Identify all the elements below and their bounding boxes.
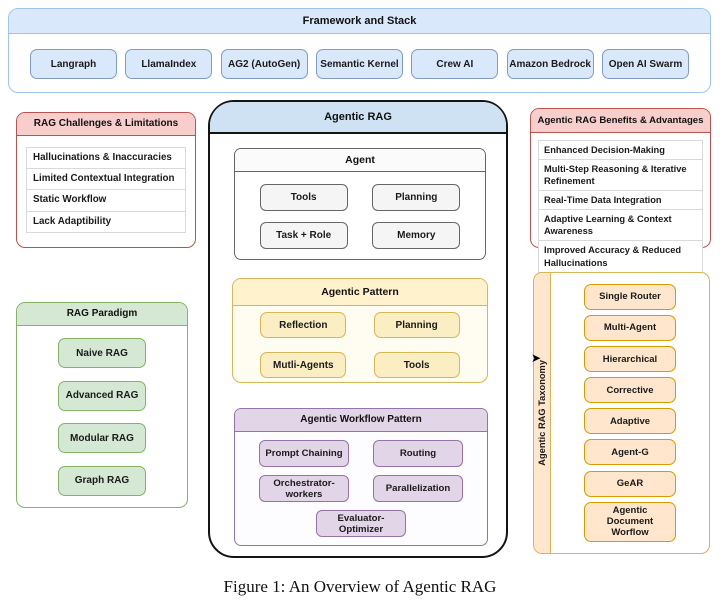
pattern-node-planning: Planning bbox=[373, 312, 460, 338]
framework-node-semantic-kernel: Semantic Kernel bbox=[315, 49, 403, 79]
workflow-row-1: Prompt Chaining Routing bbox=[235, 440, 487, 467]
workflow-row-3: Evaluator-Optimizer bbox=[235, 510, 487, 537]
workflow-node-prompt-chaining: Prompt Chaining bbox=[259, 440, 349, 467]
challenge-row-contextual-integration: Limited Contextual Integration bbox=[26, 168, 186, 191]
challenge-row-hallucinations: Hallucinations & Inaccuracies bbox=[26, 147, 186, 170]
paradigm-node-advanced-rag: Advanced RAG bbox=[58, 380, 146, 411]
framework-node-ag2-autogen: AG2 (AutoGen) bbox=[220, 49, 308, 79]
workflow-node-evaluator-optimizer: Evaluator-Optimizer bbox=[316, 510, 406, 537]
agentic-rag-taxonomy-panel: Agentic RAG Taxonomy Single Router Multi… bbox=[533, 272, 710, 554]
benefit-row-decision-making: Enhanced Decision-Making bbox=[538, 140, 703, 161]
agent-subpanel: Agent Tools Planning Task + Role Memory bbox=[234, 148, 486, 260]
framework-node-crew-ai: Crew AI bbox=[411, 49, 499, 79]
agentic-workflow-pattern-subpanel: Agentic Workflow Pattern Prompt Chaining… bbox=[234, 408, 488, 546]
pattern-node-tools: Tools bbox=[373, 352, 460, 378]
agentic-rag-title: Agentic RAG bbox=[210, 102, 506, 134]
benefit-row-multi-step-reasoning: Multi-Step Reasoning & Iterative Refinem… bbox=[538, 159, 703, 192]
framework-node-langraph: Langraph bbox=[30, 49, 117, 79]
challenge-row-static-workflow: Static Workflow bbox=[26, 189, 186, 212]
workflow-node-orchestrator-workers: Orchestrator-workers bbox=[259, 475, 349, 502]
benefit-row-adaptive-learning: Adaptive Learning & Context Awareness bbox=[538, 209, 703, 242]
taxonomy-node-multi-agent: Multi-Agent bbox=[584, 315, 676, 342]
framework-and-stack-panel: Framework and Stack Langraph LlamaIndex … bbox=[8, 8, 711, 93]
rag-challenges-title: RAG Challenges & Limitations bbox=[17, 113, 195, 136]
agentic-pattern-subpanel: Agentic Pattern Reflection Planning Mutl… bbox=[232, 278, 488, 383]
agentic-rag-benefits-list: Enhanced Decision-Making Multi-Step Reas… bbox=[531, 133, 710, 273]
pattern-node-multi-agents: Mutli-Agents bbox=[260, 352, 347, 378]
paradigm-node-naive-rag: Naive RAG bbox=[58, 338, 146, 369]
taxonomy-vertical-title-strip: Agentic RAG Taxonomy bbox=[534, 273, 551, 553]
agent-node-memory: Memory bbox=[372, 222, 461, 249]
benefit-row-real-time-data: Real-Time Data Integration bbox=[538, 190, 703, 211]
agentic-workflow-node-grid: Prompt Chaining Routing Orchestrator-wor… bbox=[235, 432, 487, 537]
agent-title: Agent bbox=[235, 149, 485, 172]
figure-caption: Figure 1: An Overview of Agentic RAG bbox=[223, 577, 497, 596]
framework-node-open-ai-swarm: Open AI Swarm bbox=[601, 49, 689, 79]
agent-node-grid: Tools Planning Task + Role Memory bbox=[235, 172, 485, 261]
framework-node-llamaindex: LlamaIndex bbox=[125, 49, 213, 79]
agentic-rag-taxonomy-title: Agentic RAG Taxonomy bbox=[537, 360, 547, 466]
taxonomy-node-hierarchical: Hierarchical bbox=[584, 346, 676, 373]
taxonomy-node-agentic-document-worflow: Agentic Document Worflow bbox=[584, 501, 676, 542]
paradigm-node-graph-rag: Graph RAG bbox=[58, 465, 146, 496]
rag-paradigm-title: RAG Paradigm bbox=[17, 303, 187, 326]
rag-paradigm-list: Naive RAG Advanced RAG Modular RAG Graph… bbox=[17, 326, 187, 508]
agentic-workflow-pattern-title: Agentic Workflow Pattern bbox=[235, 409, 487, 432]
taxonomy-node-list: Single Router Multi-Agent Hierarchical C… bbox=[551, 273, 709, 553]
agentic-pattern-title: Agentic Pattern bbox=[233, 279, 487, 306]
framework-node-amazon-bedrock: Amazon Bedrock bbox=[506, 49, 594, 79]
framework-and-stack-body: Langraph LlamaIndex AG2 (AutoGen) Semant… bbox=[9, 34, 710, 94]
taxonomy-node-agent-g: Agent-G bbox=[584, 439, 676, 466]
paradigm-node-modular-rag: Modular RAG bbox=[58, 423, 146, 454]
agentic-pattern-node-grid: Reflection Planning Mutli-Agents Tools bbox=[233, 306, 487, 384]
agent-node-tools: Tools bbox=[259, 184, 348, 211]
agentic-rag-benefits-panel: Agentic RAG Benefits & Advantages Enhanc… bbox=[530, 108, 711, 273]
agentic-rag-panel: Agentic RAG Agent Tools Planning Task + … bbox=[208, 100, 508, 558]
agent-node-planning: Planning bbox=[372, 184, 461, 211]
challenge-row-lack-adaptibility: Lack Adaptibility bbox=[26, 210, 186, 233]
agentic-rag-benefits-title: Agentic RAG Benefits & Advantages bbox=[531, 109, 710, 133]
rag-paradigm-panel: RAG Paradigm Naive RAG Advanced RAG Modu… bbox=[16, 302, 188, 508]
taxonomy-node-adaptive: Adaptive bbox=[584, 408, 676, 435]
benefit-row-improved-accuracy: Improved Accuracy & Reduced Hallucinatio… bbox=[538, 240, 703, 273]
rag-challenges-list: Hallucinations & Inaccuracies Limited Co… bbox=[17, 136, 195, 233]
taxonomy-node-single-router: Single Router bbox=[584, 284, 676, 311]
workflow-row-2: Orchestrator-workers Parallelization bbox=[235, 475, 487, 502]
mouse-cursor-icon: ➤ bbox=[531, 351, 542, 365]
taxonomy-node-gear: GeAR bbox=[584, 470, 676, 497]
taxonomy-node-corrective: Corrective bbox=[584, 377, 676, 404]
workflow-node-parallelization: Parallelization bbox=[373, 475, 463, 502]
rag-challenges-panel: RAG Challenges & Limitations Hallucinati… bbox=[16, 112, 196, 248]
agent-node-task-role: Task + Role bbox=[259, 222, 348, 249]
pattern-node-reflection: Reflection bbox=[260, 312, 347, 338]
framework-and-stack-title: Framework and Stack bbox=[9, 9, 710, 34]
workflow-node-routing: Routing bbox=[373, 440, 463, 467]
